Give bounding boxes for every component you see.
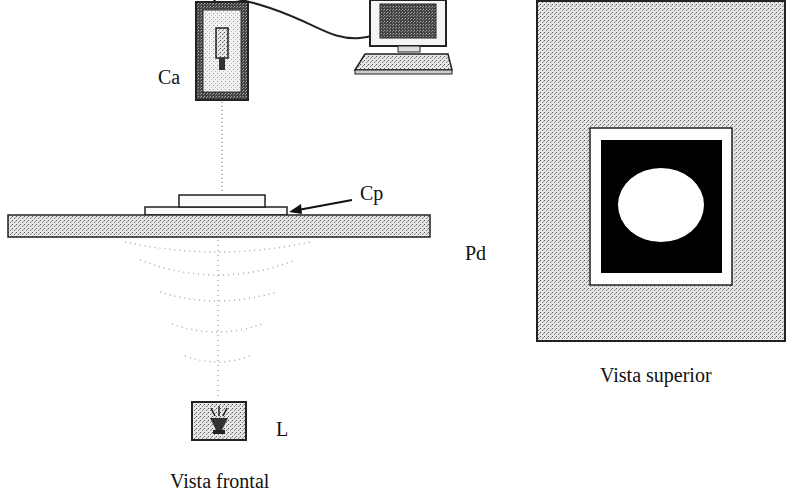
part-label: Ca xyxy=(158,66,180,88)
sample xyxy=(145,195,287,215)
light-waves xyxy=(125,240,310,396)
part-label: Pd xyxy=(465,242,486,264)
lamp xyxy=(192,402,246,440)
pointer-arrow xyxy=(298,200,352,210)
top-view xyxy=(537,1,785,341)
arrow-head xyxy=(289,204,302,214)
computer xyxy=(355,0,452,74)
part-label: Cp xyxy=(360,182,383,204)
view-caption: Vista frontal xyxy=(170,470,269,492)
platform xyxy=(8,215,430,237)
camera-housing xyxy=(196,2,248,100)
view-caption: Vista superior xyxy=(600,364,712,386)
part-label: L xyxy=(276,418,288,440)
optical-axis xyxy=(221,102,223,194)
camera-cable xyxy=(214,0,382,38)
